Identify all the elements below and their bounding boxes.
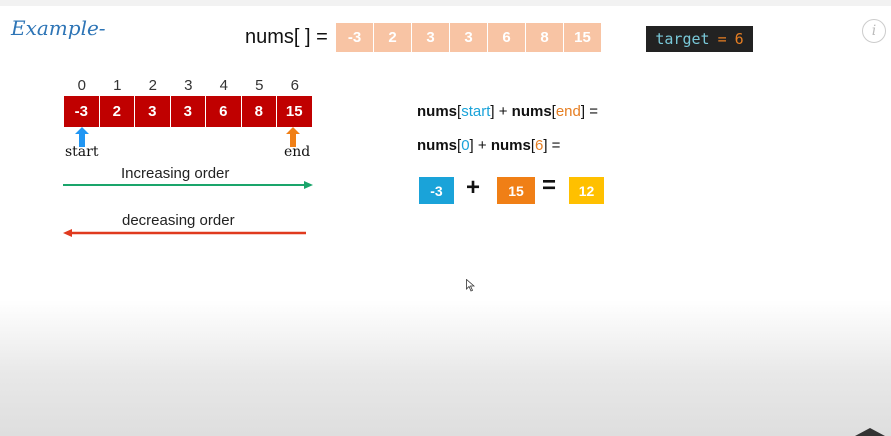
formula-index-0: 0 [461,137,470,154]
formula-bracket: [ [530,137,535,154]
end-label: end [284,144,311,160]
top-array-cell: -3 [336,23,373,52]
formula-nums: nums [417,137,458,154]
formula-nums: nums [417,103,458,120]
sum-equals: = [542,172,557,199]
array-boxes: -3 2 3 3 6 8 15 [64,96,312,127]
index-row: 0 1 2 3 4 5 6 [64,77,313,94]
sum-operand-a: -3 [419,177,454,204]
formula-start-end: nums[start] + nums[end] = [417,103,598,120]
array-cell: -3 [64,96,100,127]
info-icon[interactable]: i [862,19,886,43]
top-array-cell: 6 [488,23,525,52]
formula-bracket: [ [457,103,462,120]
sum-plus: + [466,174,481,201]
top-array-cell: 15 [564,23,601,52]
formula-end: end [555,103,581,120]
index-label: 0 [77,77,86,94]
formula-bracket: ] [469,137,474,154]
formula-bracket: ] = [543,137,561,154]
bottom-gradient [0,300,891,436]
target-equals: = [717,30,727,48]
formula-start: start [461,103,491,120]
top-array-cell: 3 [450,23,487,52]
corner-chevron-icon[interactable] [855,426,885,436]
index-label: 6 [290,77,299,94]
array-cell: 3 [171,96,206,127]
decreasing-arrow-icon [63,229,306,237]
nums-label: nums[ ] = [245,26,328,48]
formula-bracket: [ [551,103,556,120]
sum-operand-b: 15 [497,177,535,204]
index-label: 1 [113,77,122,94]
formula-nums: nums [490,137,531,154]
formula-plus: + [473,137,491,154]
formula-indices: nums[0] + nums[6] = [417,137,560,154]
sum-result: 12 [569,177,604,204]
array-cell: 8 [242,96,277,127]
formula-bracket: ] [490,103,495,120]
top-array-cell: 3 [412,23,449,52]
array-cell: 15 [285,103,303,120]
index-label: 2 [148,77,157,94]
top-bar [0,0,891,6]
formula-bracket: ] = [580,103,598,120]
array-cell: 2 [100,96,135,127]
formula-bracket: [ [457,137,462,154]
array-cell: 6 [206,96,242,127]
start-arrow-icon [75,127,89,147]
target-word: target [655,30,710,48]
formula-index-6: 6 [535,137,544,154]
increasing-order-label: Increasing order [121,165,230,182]
start-label: start [65,144,99,160]
target-value: 6 [734,30,744,48]
mouse-cursor-icon [466,279,475,292]
end-arrow-icon [286,127,300,147]
index-label: 4 [219,77,228,94]
top-array: -3 2 3 3 6 8 15 [336,23,602,52]
index-label: 5 [255,77,264,94]
example-title: Example- [11,16,106,40]
formula-plus: + [494,103,512,120]
top-array-cell: 2 [374,23,411,52]
top-array-cell: 8 [526,23,563,52]
decreasing-order-label: decreasing order [122,212,235,229]
increasing-arrow-icon [63,181,313,189]
target-box: target = 6 [646,26,753,52]
index-label: 3 [184,77,193,94]
formula-nums: nums [511,103,552,120]
array-cell: 3 [135,96,171,127]
